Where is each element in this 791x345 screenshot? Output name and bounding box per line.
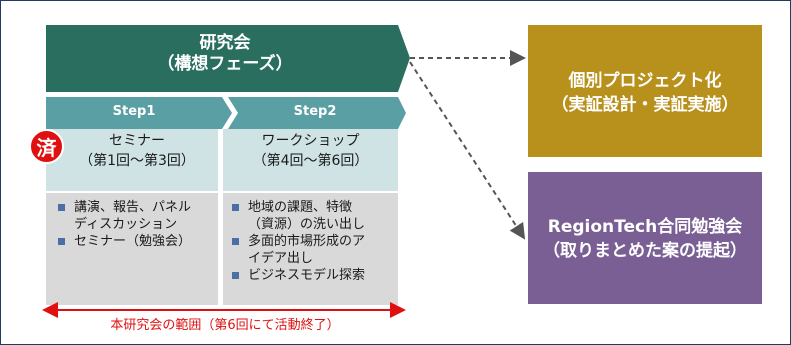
step1-label: Step1 <box>112 104 156 119</box>
workshop-title-line1: ワークショップ <box>261 133 360 149</box>
workshop-bullet-list: 地域の課題、特徴 （資源）の洗い出し 多面的市場形成のア イデア出し ビジネスモ… <box>230 200 396 284</box>
seminar-bullet-panel <box>46 193 218 305</box>
workshop-panel <box>223 129 398 191</box>
seminar-panel <box>46 129 218 191</box>
outcome-joint-study-line1: RegionTech合同勉強会 <box>547 217 743 237</box>
workshop-title-line2: （第4回～第6回） <box>252 153 369 170</box>
list-item: ビジネスモデル探索 <box>230 268 396 285</box>
outcome-project-line1: 個別プロジェクト化 <box>568 71 722 91</box>
bullet-text: 地域の課題、特徴 （資源）の洗い出し <box>248 200 366 232</box>
outcome-project-text: 個別プロジェクト化 （実証設計・実証実施） <box>528 70 762 118</box>
seminar-bullet-list: 講演、報告、パネル ディスカッション セミナー（勉強会） <box>56 200 216 251</box>
bullet-square-icon <box>58 237 65 245</box>
step2-bar <box>228 97 406 129</box>
outcome-joint-study-line2: （取りまとめた案の提起） <box>543 240 747 261</box>
banner-title-line2: （構想フェーズ） <box>157 54 293 75</box>
outcome-box-project <box>528 25 762 157</box>
outcome-joint-study-text: RegionTech合同勉強会 （取りまとめた案の提起） <box>528 216 762 264</box>
list-item: セミナー（勉強会） <box>56 234 216 251</box>
bullet-square-icon <box>58 204 65 211</box>
bullet-text: ビジネスモデル探索 <box>248 267 366 283</box>
list-item: 地域の課題、特徴 （資源）の洗い出し <box>230 200 396 234</box>
workshop-bullet-panel <box>223 193 398 305</box>
connector-to-joint-study <box>409 61 526 240</box>
banner-title-line1: 研究会 <box>199 33 251 53</box>
workshop-title: ワークショップ （第4回～第6回） <box>223 131 398 172</box>
seminar-title: セミナー （第1回～第3回） <box>56 131 218 172</box>
bullet-square-icon <box>232 237 239 245</box>
seminar-title-line2: （第1回～第3回） <box>79 153 195 170</box>
bullet-text: 多面的市場形成のア イデア出し <box>248 233 366 266</box>
step2-label: Step2 <box>293 104 337 119</box>
banner-title: 研究会 （構想フェーズ） <box>50 33 400 76</box>
outcome-project-line2: （実証設計・実証実施） <box>551 94 739 115</box>
step1-bar <box>46 97 232 129</box>
research-group-banner <box>46 25 410 92</box>
bullet-square-icon <box>232 271 239 279</box>
seminar-title-line1: セミナー <box>109 133 165 149</box>
bullet-text: セミナー（勉強会） <box>74 233 192 249</box>
completed-badge: 済 <box>29 129 64 164</box>
outcome-box-joint-study <box>528 172 762 304</box>
bullet-square-icon <box>232 204 239 211</box>
list-item: 多面的市場形成のア イデア出し <box>230 234 396 268</box>
list-item: 講演、報告、パネル ディスカッション <box>56 200 216 234</box>
bullet-text: 講演、報告、パネル ディスカッション <box>74 200 192 232</box>
scope-label: 本研究会の範囲（第6回にて活動終了） <box>110 318 340 333</box>
